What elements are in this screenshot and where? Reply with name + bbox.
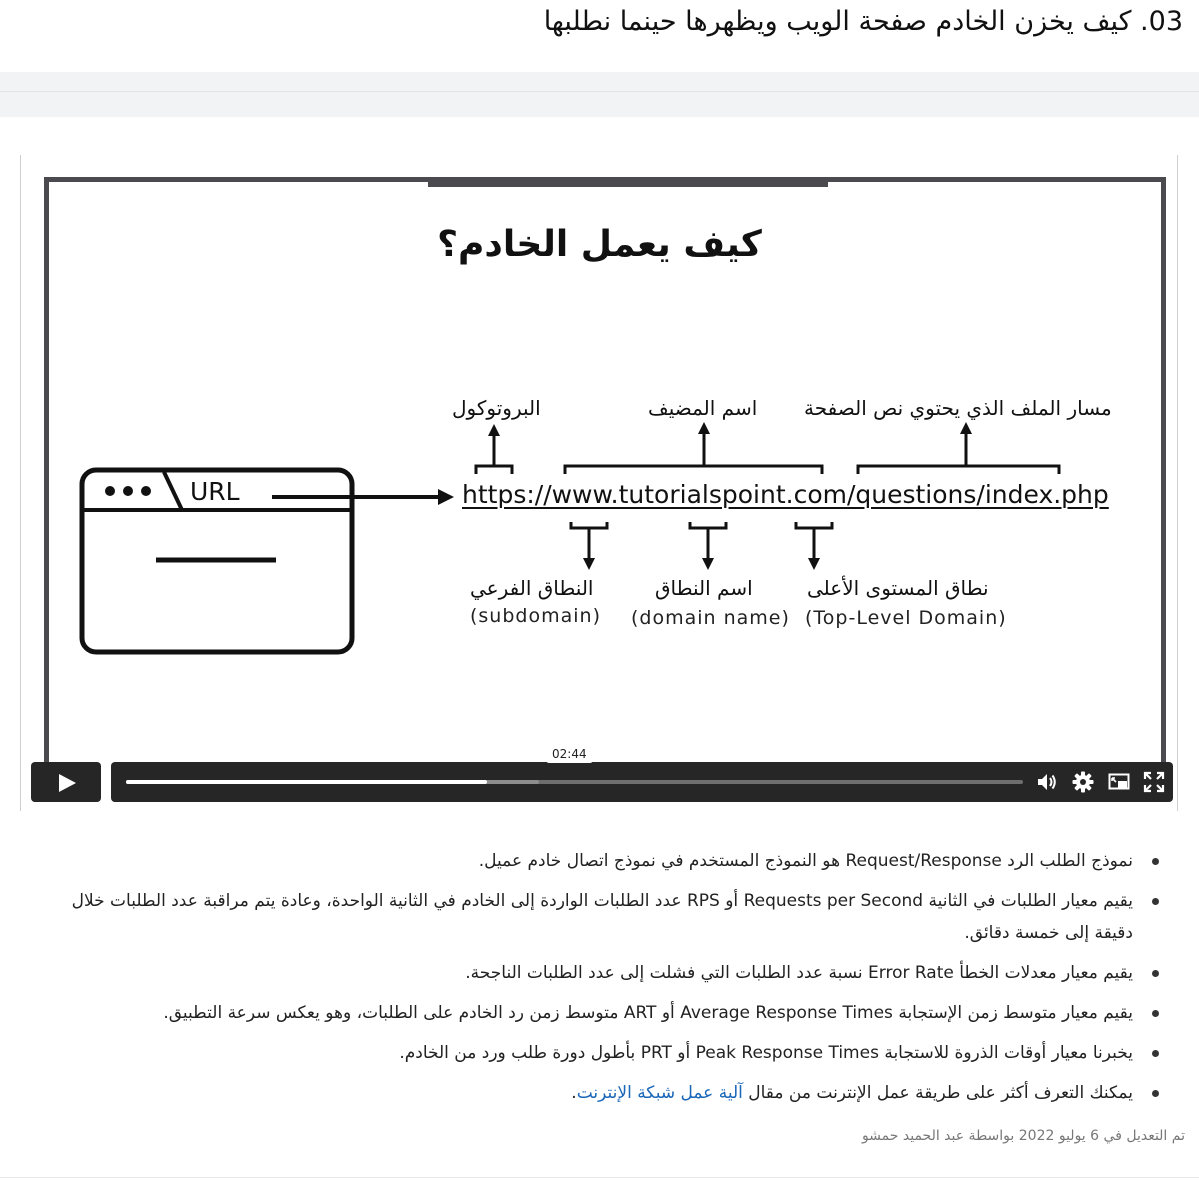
list-item: نموذج الطلب الرد Request/Response هو الن… xyxy=(51,845,1161,877)
control-bar: 02:44 xyxy=(111,745,1173,802)
url-arrow xyxy=(272,489,454,505)
label-subdomain-en: (subdomain) xyxy=(470,605,601,627)
bullet-text: يقيم معيار معدلات الخطأ Error Rate نسبة … xyxy=(465,963,1133,983)
label-subdomain: النطاق الفرعي xyxy=(470,576,594,600)
list-item: يقيم معيار معدلات الخطأ Error Rate نسبة … xyxy=(51,957,1161,989)
url-tab-label: URL xyxy=(190,477,240,506)
slide-top-bar xyxy=(428,181,828,187)
played-bar xyxy=(126,780,488,784)
list-item: يقيم معيار متوسط زمن الإستجابة Average R… xyxy=(51,997,1161,1029)
pip-icon[interactable] xyxy=(1108,771,1130,793)
label-domain: اسم النطاق xyxy=(655,576,753,600)
edit-meta: تم التعديل في 6 يوليو 2022 بواسطة عبد ال… xyxy=(861,1128,1185,1144)
bullet-text: يخبرنا معيار أوقات الذروة للاستجابة Peak… xyxy=(399,1043,1133,1063)
label-tld: نطاق المستوى الأعلى xyxy=(807,576,989,600)
bullet-text: يقيم معيار متوسط زمن الإستجابة Average R… xyxy=(163,1003,1133,1023)
gear-icon[interactable] xyxy=(1072,771,1094,793)
play-icon xyxy=(59,774,76,792)
play-button[interactable] xyxy=(31,762,101,802)
volume-icon[interactable] xyxy=(1036,771,1058,793)
bullet-text: نموذج الطلب الرد Request/Response هو الن… xyxy=(478,851,1133,871)
progress-track[interactable] xyxy=(126,780,1023,784)
url-part-brackets xyxy=(474,422,1061,570)
video-controls: 02:44 xyxy=(31,745,1173,802)
label-path: مسار الملف الذي يحتوي نص الصفحة xyxy=(804,396,1112,420)
label-protocol: البروتوكول xyxy=(452,396,541,420)
slide-title: كيف يعمل الخادم؟ xyxy=(437,224,762,265)
list-item: يخبرنا معيار أوقات الذروة للاستجابة Peak… xyxy=(51,1037,1161,1069)
footer-divider xyxy=(0,1177,1199,1178)
bullet-list: نموذج الطلب الرد Request/Response هو الن… xyxy=(51,845,1161,1117)
example-url: https://www.tutorialspoint.com/questions… xyxy=(462,480,1109,509)
slide-frame xyxy=(44,177,1166,782)
fullscreen-icon[interactable] xyxy=(1143,771,1165,793)
bullet-suffix: . xyxy=(571,1083,577,1103)
page-heading: 03. كيف يخزن الخادم صفحة الويب ويظهرها ح… xyxy=(543,6,1183,37)
label-domain-en: (domain name) xyxy=(631,607,790,629)
time-tooltip: 02:44 xyxy=(546,745,593,763)
label-host: اسم المضيف xyxy=(648,396,758,420)
list-item: يقيم معيار الطلبات في الثانية Requests p… xyxy=(51,885,1161,949)
label-tld-en: (Top-Level Domain) xyxy=(805,607,1007,629)
browser-window-illustration xyxy=(79,467,355,655)
bullet-text: يقيم معيار الطلبات في الثانية Requests p… xyxy=(71,891,1133,943)
internet-article-link[interactable]: آلية عمل شبكة الإنترنت xyxy=(576,1083,743,1103)
list-item: يمكنك التعرف أكثر على طريقة عمل الإنترنت… xyxy=(51,1077,1161,1109)
bullet-prefix: يمكنك التعرف أكثر على طريقة عمل الإنترنت… xyxy=(742,1083,1133,1103)
separator-band xyxy=(0,72,1199,117)
